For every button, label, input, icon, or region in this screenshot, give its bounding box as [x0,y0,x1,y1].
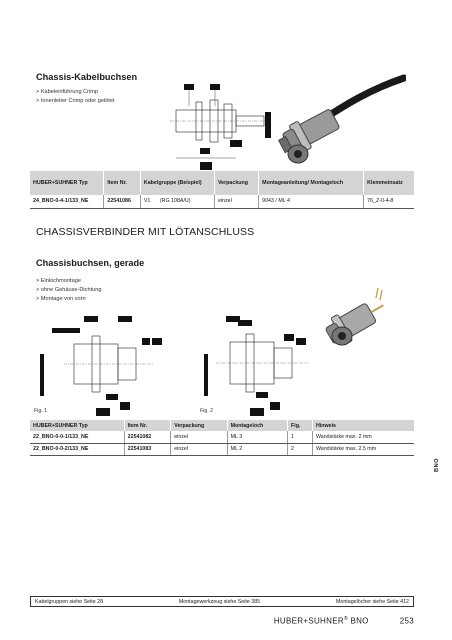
cell-fig: 2 [286,443,313,456]
col-header: Verpackung [170,420,228,431]
cell-packaging: einzel [213,195,259,209]
cell-note: Wandstärke max. 2.5 mm [311,443,414,456]
cell-mounting: ML 2 [226,443,288,456]
cell-item: 22541082 [123,431,171,444]
cell-insert: 76_Z-0-4-8 [363,195,414,209]
cell-type: 24_BNO-0-4-1/133_NE [30,195,104,209]
cell-note: Wandstärke max. 2 mm [311,431,414,444]
product-photo-cable-jack [278,74,406,164]
spec-table-chassisbuchsen: HUBER+SUHNER Typ Item Nr. Verpackung Mon… [30,420,414,456]
cell-item: 22541083 [123,443,171,456]
col-header: Verpackung [213,171,259,195]
col-header: Kabelgruppe (Beispiel) [139,171,215,195]
technical-drawing-cable-jack [170,84,271,170]
cell-fig: 1 [286,431,313,444]
table-row: 22_BNO-0-0-1/133_NE 22541082 einzel ML 3… [30,431,414,444]
col-header: Montageanleitung/ Montageloch [258,171,364,195]
cell-packaging: einzel [170,431,228,444]
cell-type: 22_BNO-0-0-1/133_NE [30,431,125,444]
technical-drawing-fig-2 [204,316,308,416]
page-footer: HUBER+SUHNER® BNO 253 [30,616,414,626]
spec-table-kabelbuchsen: HUBER+SUHNER Typ Item Nr. Kabelgruppe (B… [30,171,414,209]
section-subtitle-chassisbuchsen: Chassisbuchsen, gerade [36,258,145,268]
figure-label-2: Fig. 2 [200,408,213,414]
technical-drawing-fig-1 [40,316,162,416]
col-header: Montageloch [226,420,288,431]
col-header: Hinweis [311,420,414,431]
section-heading-chassisverbinder: CHASSISVERBINDER MIT LÖTANSCHLUSS [36,226,255,238]
side-tab-bno: BNO [434,458,440,472]
footer-product: BNO [350,616,369,626]
bullet-item: > Innenleiter Crimp oder gelötet [36,98,115,104]
table-row: 22_BNO-0-0-2/133_NE 22541083 einzel ML 2… [30,443,414,456]
col-header: HUBER+SUHNER Typ [30,420,125,431]
figure-label-1: Fig. 1 [34,408,47,414]
product-photo-panel-jack [325,287,384,346]
footer-brand: HUBER+SUHNER [273,616,344,626]
col-header: Item Nr. [123,420,171,431]
col-header: Item Nr. [103,171,141,195]
section-title-chassis-kabelbuchsen: Chassis-Kabelbuchsen [36,72,138,82]
cell-item: 22541086 [103,195,141,209]
footer-ref-mounting-holes: Montagelöcher siehe Seite 412 [335,598,409,605]
registered-mark: ® [343,616,348,622]
footer-ref-cable-groups: Kabelgruppen siehe Seite 28 [35,598,104,605]
cell-group-example: (RG 108A/U) [156,195,215,209]
col-header: Fig. [286,420,313,431]
page-number: 253 [399,616,414,626]
cell-packaging: einzel [170,443,228,456]
bullet-list: > Kabeleinführung Crimp > Innenleiter Cr… [36,88,115,106]
cell-mounting: 9043 / ML 4 [258,195,364,209]
col-header: HUBER+SUHNER Typ [30,171,104,195]
bullet-item: > Einlochmontage [36,278,81,284]
footer-ref-tools: Montagewerkzeug siehe Seite 385 [178,598,261,605]
table-row: 24_BNO-0-4-1/133_NE 22541086 V1 (RG 108A… [30,195,414,209]
bullet-item: > ohne Gehäuse-Dichtung [36,287,102,293]
bullet-list: > Einlochmontage > ohne Gehäuse-Dichtung… [36,277,101,304]
footer-reference-bar: Kabelgruppen siehe Seite 28 Montagewerkz… [30,596,414,607]
cell-group: V1 [139,195,157,209]
cell-type: 22_BNO-0-0-2/133_NE [30,443,125,456]
cell-mounting: ML 3 [226,431,288,444]
bullet-item: > Kabeleinführung Crimp [36,89,99,95]
bullet-item: > Montage von vorn [36,296,86,302]
col-header: Klemmeinsatz [363,171,414,195]
